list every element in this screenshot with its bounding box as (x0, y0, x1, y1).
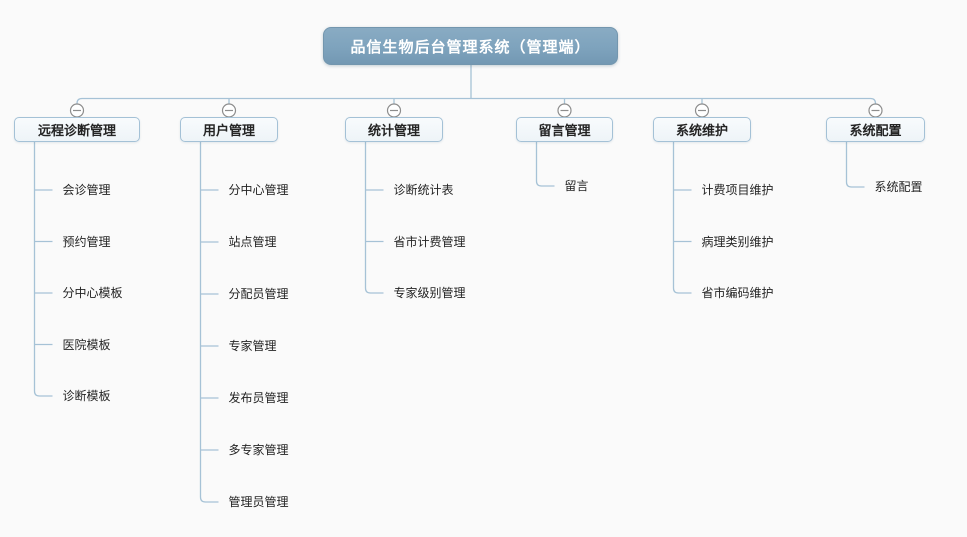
child-node[interactable]: 专家管理 (228, 339, 277, 353)
collapse-toggle[interactable] (868, 103, 883, 118)
connector-spine (33, 142, 53, 397)
connector-spine (672, 142, 692, 294)
root-node[interactable]: 品信生物后台管理系统（管理端） (323, 27, 618, 65)
child-node[interactable]: 诊断模板 (62, 389, 111, 403)
child-node[interactable]: 多专家管理 (228, 443, 289, 457)
collapse-toggle[interactable] (221, 103, 237, 118)
connector-spine (199, 142, 219, 503)
connector-spine (364, 142, 384, 294)
child-node[interactable]: 计费项目维护 (701, 183, 774, 197)
child-node[interactable]: 省市计费管理 (393, 234, 466, 249)
branch-node[interactable]: 系统配置 (826, 117, 925, 142)
child-node[interactable]: 病理类别维护 (701, 234, 774, 249)
collapse-toggle[interactable] (694, 103, 710, 118)
connector-spine (845, 142, 865, 188)
child-node[interactable]: 管理员管理 (228, 495, 289, 509)
connector-spine (535, 142, 555, 187)
child-node[interactable]: 站点管理 (228, 235, 277, 249)
child-node[interactable]: 诊断统计表 (393, 183, 454, 197)
branch-node[interactable]: 系统维护 (653, 117, 751, 142)
collapse-toggle[interactable] (557, 103, 572, 118)
collapse-toggle[interactable] (69, 103, 85, 118)
child-node[interactable]: 预约管理 (62, 234, 111, 249)
child-node[interactable]: 留言 (564, 179, 589, 193)
collapse-toggle[interactable] (386, 103, 402, 118)
child-node[interactable]: 分中心管理 (228, 183, 289, 197)
child-node[interactable]: 分配员管理 (228, 287, 289, 301)
branch-node[interactable]: 留言管理 (516, 117, 613, 142)
child-node[interactable]: 系统配置 (874, 180, 923, 194)
child-node[interactable]: 会诊管理 (62, 183, 111, 197)
child-node[interactable]: 分中心模板 (62, 286, 123, 300)
branch-node[interactable]: 用户管理 (180, 117, 278, 142)
branch-node[interactable]: 统计管理 (345, 117, 443, 142)
child-node[interactable]: 医院模板 (62, 337, 111, 352)
child-node[interactable]: 专家级别管理 (393, 286, 466, 300)
child-node[interactable]: 省市编码维护 (701, 286, 774, 300)
child-node[interactable]: 发布员管理 (228, 391, 289, 405)
branch-node[interactable]: 远程诊断管理 (14, 117, 140, 142)
connector-bus (76, 97, 877, 104)
